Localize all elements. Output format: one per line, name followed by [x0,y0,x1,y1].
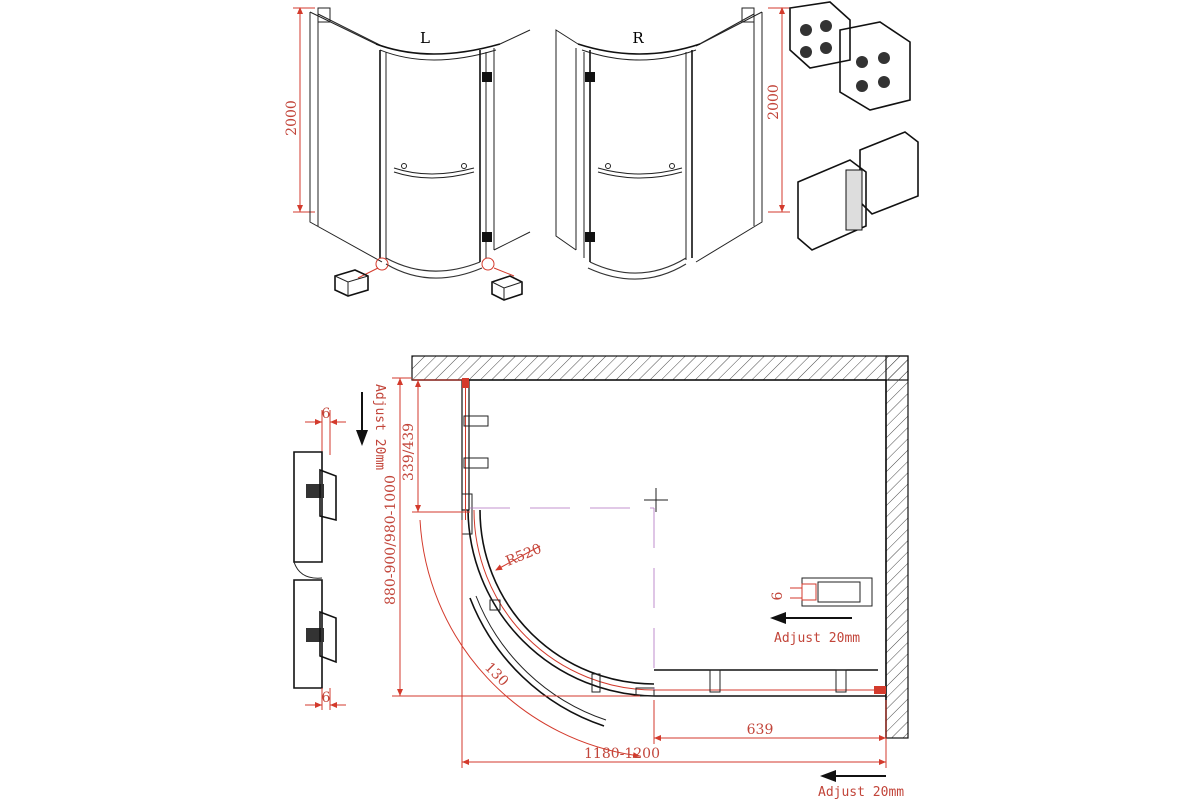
adjust-bottom-label: Adjust 20mm [818,785,904,800]
arc-label: 130 [481,660,511,690]
wall-profile-detail: 6 [770,577,873,607]
left-view-label: L [420,29,430,47]
top-wall [411,355,909,381]
profile-gap-label: 6 [770,591,786,600]
left-height-label: 2000 [284,100,300,136]
adjust-side-label: Adjust 20mm [774,631,860,646]
plan-view: R520 130 339/439 880-900/980-1000 639 11… [383,355,909,800]
right-height-label: 2000 [766,84,782,120]
profile-section-detail: 6 6 [293,406,346,710]
depth-range-label: 880-900/980-1000 [383,475,399,605]
left-back-wall [309,12,383,263]
left-hand-shower-view: 2000 L [284,7,531,301]
panel-offset-label: 339/439 [401,423,417,481]
width-range-label: 1180-1200 [584,746,660,762]
adjust-vertical-indicator: Adjust 20mm [356,384,387,470]
straight-length-label: 639 [747,722,774,738]
right-view-label: R [632,29,644,47]
right-wall [885,355,909,739]
hinge-detail-closed [797,131,919,251]
hinge-detail-open [789,1,911,111]
radius-label: R520 [504,541,545,570]
profile-top-gap-label: 6 [322,406,331,422]
right-hand-shower-view: 2000 R [555,7,790,280]
profile-bottom-gap-label: 6 [322,690,331,706]
adjust-top-label: Adjust 20mm [372,384,387,470]
